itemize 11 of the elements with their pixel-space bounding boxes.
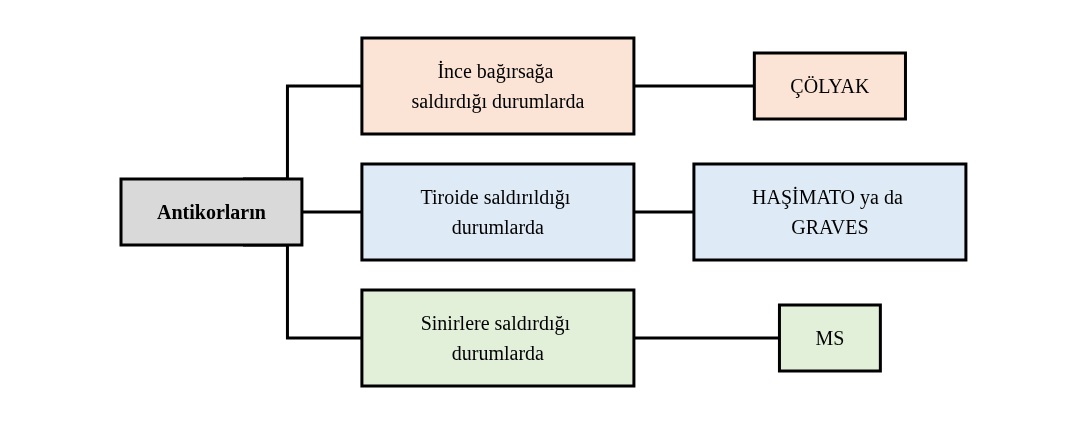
node-box: Sinirlere saldırdığı durumlarda: [360, 288, 636, 387]
connector: [633, 210, 694, 213]
connector: [633, 336, 780, 339]
node-box: Antikorların: [119, 177, 304, 246]
node-box: ÇÖLYAK: [752, 51, 907, 120]
node-box: Tiroide saldırıldığı durumlarda: [360, 162, 636, 261]
node-box: MS: [778, 303, 882, 372]
connector: [633, 84, 755, 87]
connector: [301, 210, 362, 213]
node-box: İnce bağırsağa saldırdığı durumlarda: [360, 36, 636, 135]
node-box: HAŞİMATO ya da GRAVES: [692, 162, 968, 261]
